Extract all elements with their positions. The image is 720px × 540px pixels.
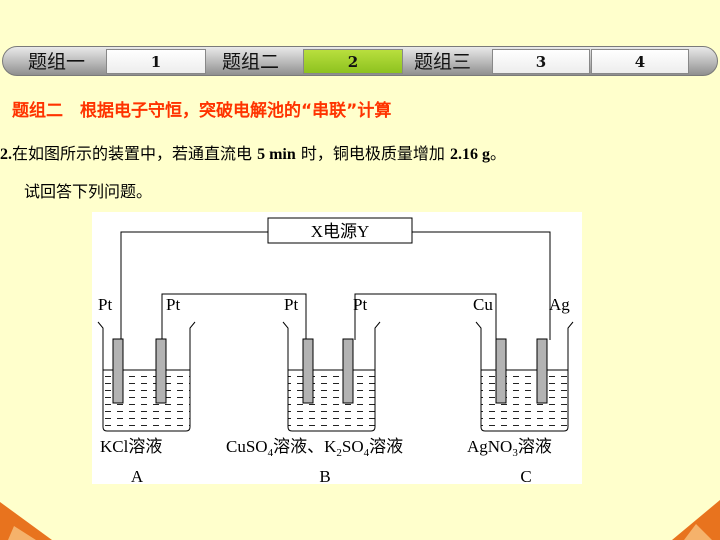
question-time: 5 min	[257, 146, 296, 163]
circuit-wires	[120, 231, 551, 340]
electrode-label: Cu	[473, 295, 493, 314]
nav-button-3[interactable]: 3	[492, 49, 590, 74]
beaker-b	[282, 321, 381, 432]
corner-decoration-left	[0, 502, 52, 540]
beaker-a	[97, 321, 196, 432]
beaker-c	[475, 321, 574, 432]
beaker-label-b: B	[319, 467, 330, 484]
beaker-label-c: C	[520, 467, 531, 484]
electrolysis-figure: X电源Y Pt Pt Pt Pt Cu Ag	[92, 212, 582, 486]
question-line-2: 试回答下列问题。	[24, 182, 153, 201]
electrode-rod	[302, 338, 314, 404]
question-mass: 2.16 g	[449, 146, 490, 163]
question-number: 2.	[0, 146, 12, 163]
question-text-middle: 时，铜电极质量增加	[295, 144, 450, 163]
question-text-end: 。	[489, 144, 506, 163]
question-text-before: 在如图所示的装置中，若通直流电	[12, 144, 258, 163]
solution-label-c: AgNO3溶液	[467, 437, 552, 459]
question-line-1: 2.在如图所示的装置中，若通直流电 5 min 时，铜电极质量增加 2.16 g…	[0, 140, 506, 164]
electrode-label: Pt	[284, 295, 298, 314]
electrode-label: Pt	[166, 295, 180, 314]
solution-label-a: KCl溶液	[100, 437, 162, 456]
electrode-rod	[112, 338, 124, 404]
electrode-rod	[495, 338, 507, 404]
electrode-label: Pt	[98, 295, 112, 314]
nav-button-2[interactable]: 2	[303, 49, 403, 74]
electrode-label: Pt	[353, 295, 367, 314]
nav-button-1[interactable]: 1	[106, 49, 206, 74]
section-heading: 题组二 根据电子守恒，突破电解池的“串联”计算	[12, 101, 392, 121]
solution-label-b: CuSO4溶液、K2SO4溶液	[226, 437, 403, 459]
beaker-label-a: A	[131, 467, 144, 484]
power-source-box	[267, 217, 413, 244]
electrode-rod	[536, 338, 548, 404]
nav-group2-label[interactable]: 题组二	[222, 51, 280, 73]
nav-group3-label[interactable]: 题组三	[414, 51, 472, 73]
power-source-label: X电源Y	[311, 222, 370, 241]
electrolysis-diagram: X电源Y Pt Pt Pt Pt Cu Ag	[97, 217, 574, 486]
nav-button-4[interactable]: 4	[591, 49, 689, 74]
corner-decoration-right	[672, 500, 720, 540]
electrode-rod	[155, 338, 167, 404]
electrode-rod	[342, 338, 354, 404]
nav-group1-label[interactable]: 题组一	[28, 51, 86, 73]
electrode-label: Ag	[549, 295, 570, 314]
